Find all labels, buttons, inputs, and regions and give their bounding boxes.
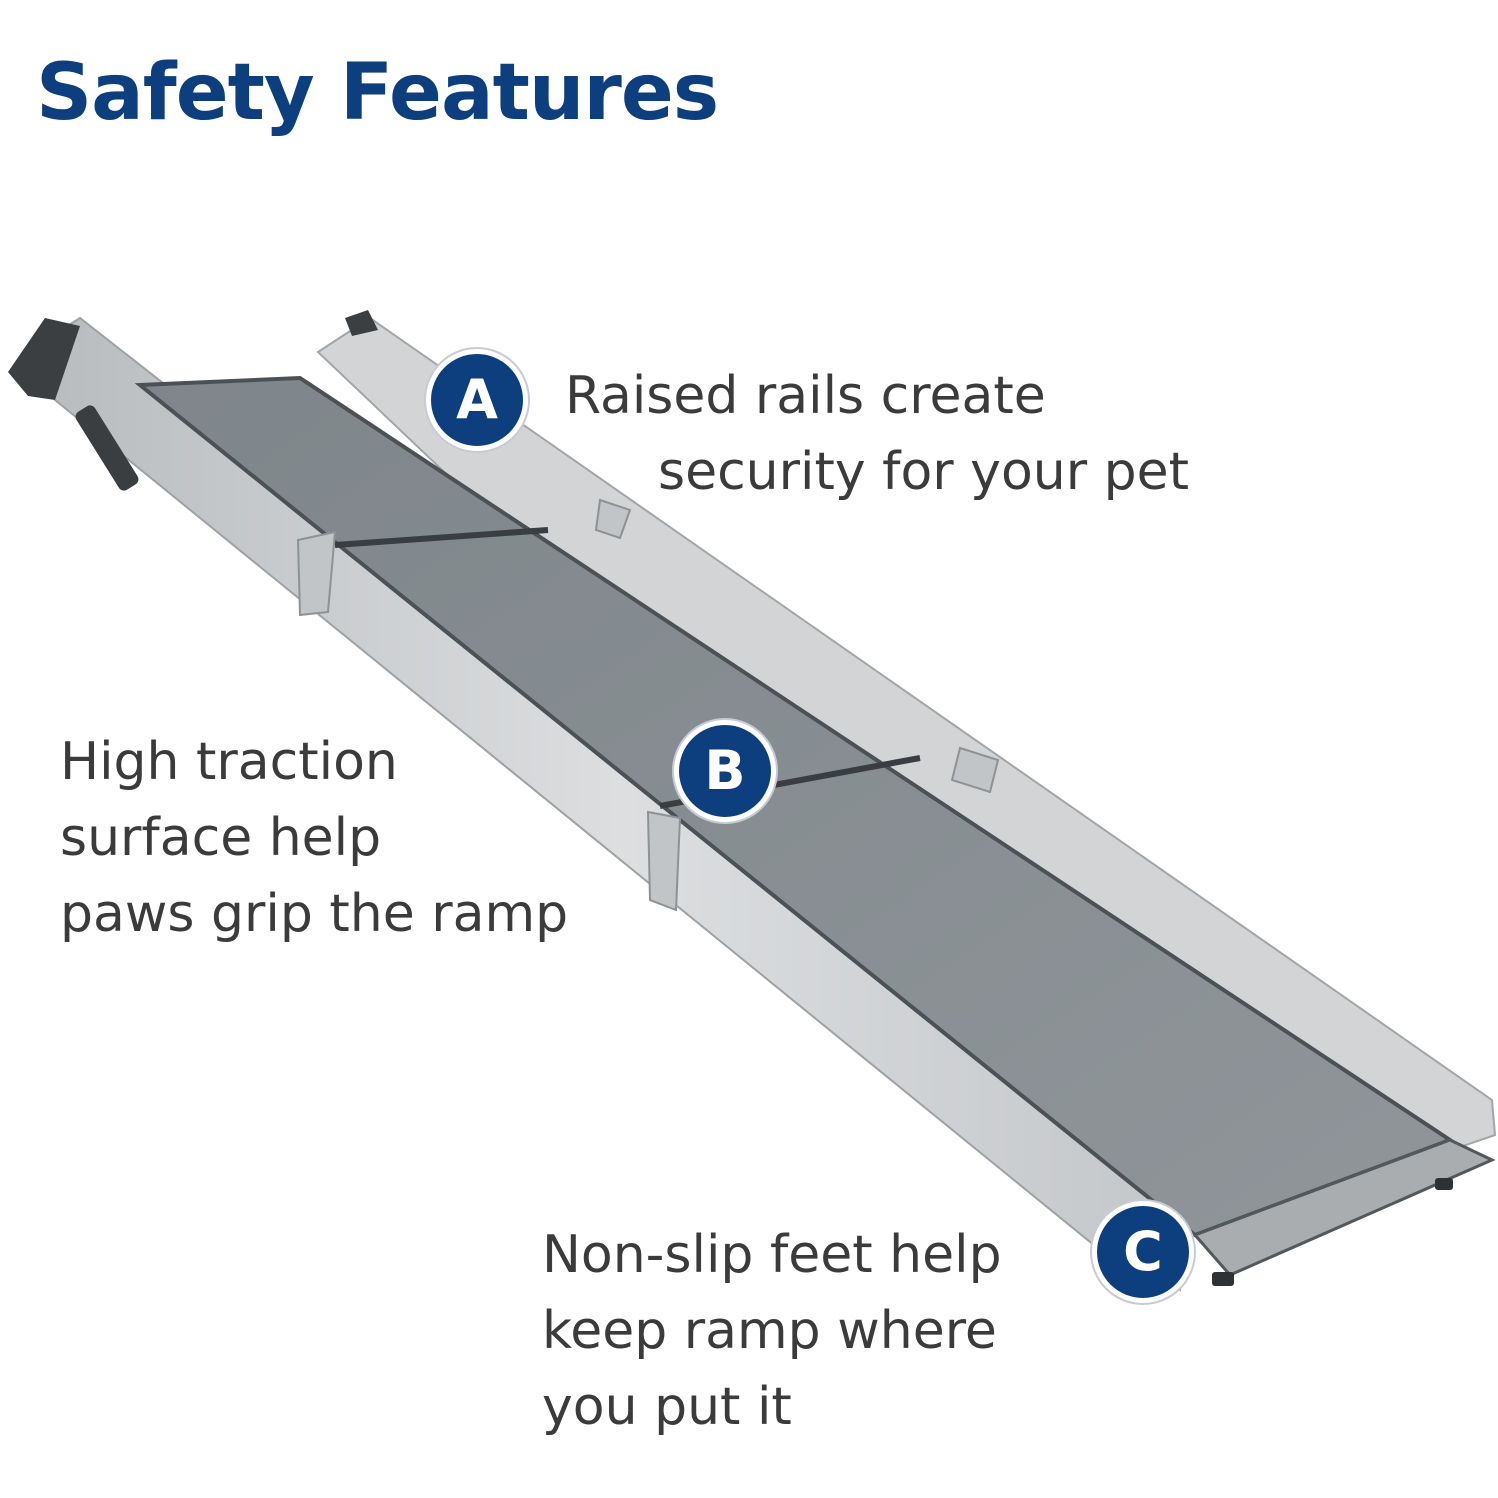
- page-title: Safety Features: [36, 48, 719, 138]
- end-cap: [345, 310, 378, 336]
- badge-b: B: [674, 720, 776, 822]
- slide-collar: [646, 810, 682, 912]
- badge-a: A: [426, 349, 528, 451]
- bottom-lip: [1192, 1138, 1496, 1277]
- non-slip-foot: [1435, 1178, 1453, 1190]
- feature-b-line-2: surface help: [60, 808, 382, 868]
- feature-a-text: Raised rails create security for your pe…: [565, 358, 1189, 510]
- feature-b-line-3: paws grip the ramp: [60, 884, 569, 944]
- feature-a-line-2: security for your pet: [658, 442, 1190, 502]
- feature-b-text: High traction surface help paws grip the…: [60, 724, 568, 952]
- slide-collar: [950, 746, 1000, 794]
- slide-collar: [296, 530, 337, 617]
- feature-c-line-2: keep ramp where: [542, 1301, 997, 1361]
- panel-seam: [334, 527, 549, 548]
- non-slip-foot: [1212, 1272, 1234, 1286]
- feature-c-line-1: Non-slip feet help: [542, 1225, 1002, 1285]
- feature-c-text: Non-slip feet help keep ramp where you p…: [542, 1217, 1002, 1445]
- handle: [75, 405, 139, 491]
- slide-collar: [594, 498, 632, 540]
- badge-c: C: [1092, 1201, 1194, 1303]
- feature-c-line-3: you put it: [542, 1377, 792, 1437]
- feature-a-line-1: Raised rails create: [565, 366, 1046, 426]
- end-cap: [8, 318, 80, 400]
- feature-b-line-1: High traction: [60, 732, 398, 792]
